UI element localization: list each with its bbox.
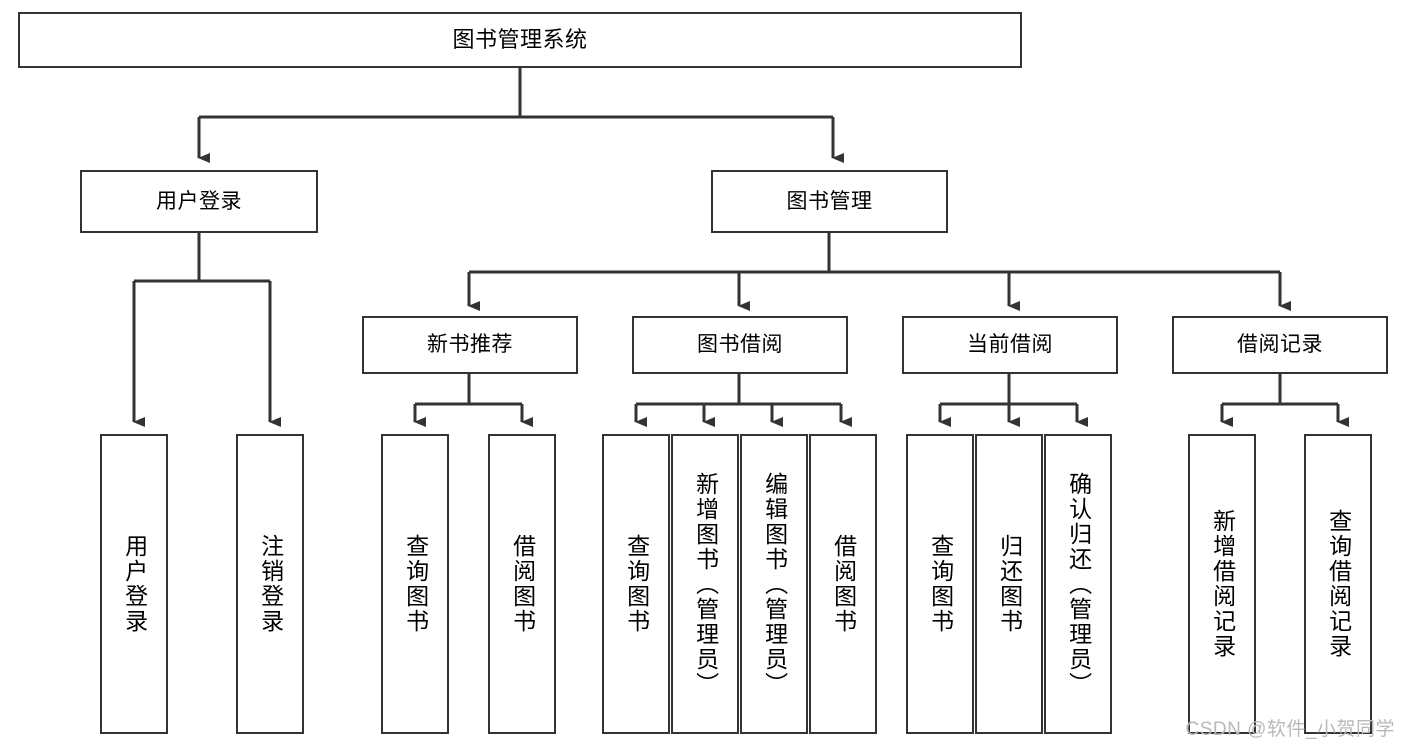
leaf-label: 查询图书 — [623, 534, 650, 634]
leaf-current-return-book[interactable]: 归还图书 — [975, 434, 1043, 734]
node-label: 借阅记录 — [1237, 333, 1323, 357]
node-current-borrow[interactable]: 当前借阅 — [902, 316, 1118, 374]
leaf-label: 查询图书 — [402, 534, 429, 634]
leaf-label: 新增借阅记录 — [1209, 509, 1236, 659]
node-label: 用户登录 — [156, 189, 242, 213]
leaf-label: 注销登录 — [257, 534, 284, 634]
node-label: 新书推荐 — [427, 333, 513, 357]
leaf-user-login-login[interactable]: 用户登录 — [100, 434, 168, 734]
leaf-borrow-add-book-admin[interactable]: 新增图书（管理员） — [671, 434, 739, 734]
leaf-label: 编辑图书（管理员） — [761, 471, 788, 697]
node-user-login[interactable]: 用户登录 — [80, 170, 318, 233]
leaf-label: 用户登录 — [121, 534, 148, 634]
leaf-record-add-borrow-record[interactable]: 新增借阅记录 — [1188, 434, 1256, 734]
leaf-label: 查询借阅记录 — [1325, 509, 1352, 659]
node-label: 图书借阅 — [697, 333, 783, 357]
leaf-label: 新增图书（管理员） — [692, 471, 719, 697]
node-borrow-record[interactable]: 借阅记录 — [1172, 316, 1388, 374]
leaf-label: 归还图书 — [996, 534, 1023, 634]
leaf-current-query-book[interactable]: 查询图书 — [906, 434, 974, 734]
leaf-borrow-edit-book-admin[interactable]: 编辑图书（管理员） — [740, 434, 808, 734]
node-label: 当前借阅 — [967, 333, 1053, 357]
node-book-management-system[interactable]: 图书管理系统 — [18, 12, 1022, 68]
leaf-recommend-query-book[interactable]: 查询图书 — [381, 434, 449, 734]
node-book-management[interactable]: 图书管理 — [711, 170, 948, 233]
leaf-label: 查询图书 — [927, 534, 954, 634]
leaf-borrow-borrow-book[interactable]: 借阅图书 — [809, 434, 877, 734]
node-label: 图书管理系统 — [452, 26, 588, 52]
node-label: 图书管理 — [786, 189, 873, 213]
leaf-label: 借阅图书 — [509, 534, 536, 634]
node-book-borrow[interactable]: 图书借阅 — [632, 316, 848, 374]
leaf-borrow-query-book[interactable]: 查询图书 — [602, 434, 670, 734]
node-new-book-recommend[interactable]: 新书推荐 — [362, 316, 578, 374]
leaf-current-confirm-return-admin[interactable]: 确认归还（管理员） — [1044, 434, 1112, 734]
leaf-recommend-borrow-book[interactable]: 借阅图书 — [488, 434, 556, 734]
leaf-user-login-logout[interactable]: 注销登录 — [236, 434, 304, 734]
leaf-record-query-borrow-record[interactable]: 查询借阅记录 — [1304, 434, 1372, 734]
leaf-label: 确认归还（管理员） — [1065, 471, 1092, 697]
leaf-label: 借阅图书 — [830, 534, 857, 634]
